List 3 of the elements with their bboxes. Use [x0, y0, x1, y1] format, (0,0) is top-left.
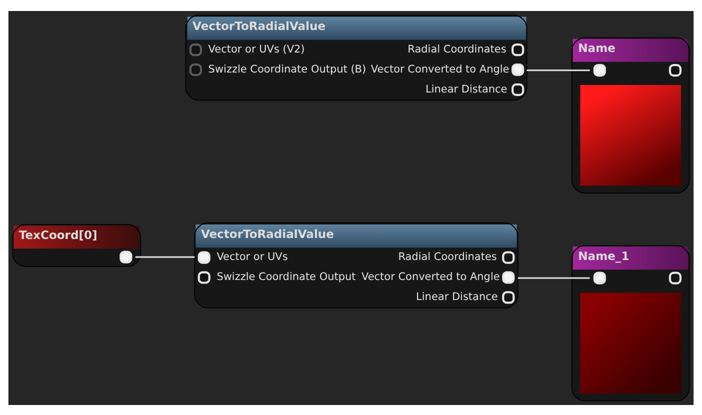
connector [518, 276, 590, 278]
connector [526, 68, 590, 71]
connector [135, 256, 195, 258]
